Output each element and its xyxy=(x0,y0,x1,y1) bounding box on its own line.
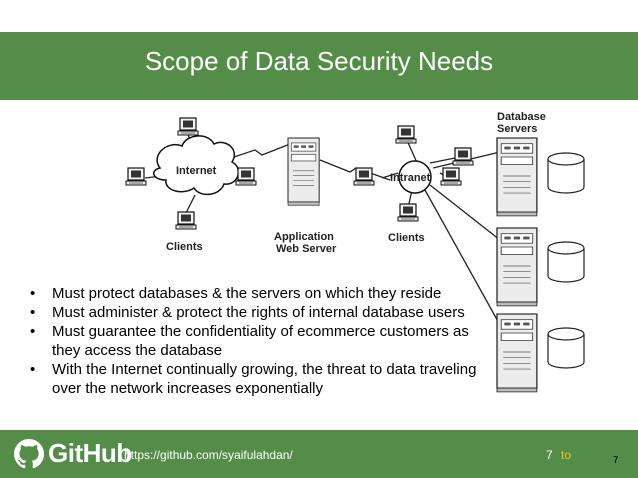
database-disk xyxy=(547,152,585,194)
bullet-dot: • xyxy=(30,304,36,321)
database-server xyxy=(496,137,538,217)
database-disk xyxy=(547,241,585,283)
footer-bar: GitHub https://github.com/syaifulahdan/ … xyxy=(0,430,638,478)
bullet-item: • Must guarantee the confidentiality of e… xyxy=(24,322,494,360)
client-computer xyxy=(395,125,417,144)
bullet-item: • Must administer & protect the rights of… xyxy=(24,303,494,322)
bullet-dot: • xyxy=(30,285,36,302)
bullet-dot: • xyxy=(30,361,36,378)
bullet-text: Must protect databases & the servers on … xyxy=(52,285,442,302)
database-disk xyxy=(547,327,585,369)
client-computer xyxy=(177,117,199,136)
title-bar: Scope of Data Security Needs xyxy=(0,32,638,100)
application-web-server xyxy=(287,137,320,206)
intranet-hub: Intranet xyxy=(390,160,432,194)
github-octocat-icon xyxy=(14,439,44,469)
client-computer xyxy=(125,167,147,186)
app-server-label-2: Web Server xyxy=(276,243,337,255)
db-servers-label-1: Database xyxy=(497,111,546,123)
footer-url-link[interactable]: https://github.com/syaifulahdan/ xyxy=(124,448,293,462)
client-computer xyxy=(397,203,419,222)
intranet-label: Intranet xyxy=(390,172,431,184)
internet-cloud: Internet xyxy=(153,135,240,196)
bullet-text: With the Internet continually growing, t… xyxy=(52,361,477,397)
footer-page-number: 7 xyxy=(546,448,553,462)
client-computer xyxy=(175,211,197,230)
database-server xyxy=(496,313,538,393)
slide-title: Scope of Data Security Needs xyxy=(144,46,494,76)
clients-right-label: Clients xyxy=(388,232,425,244)
internet-label: Internet xyxy=(176,165,217,177)
bullet-item: • Must protect databases & the servers on… xyxy=(24,284,494,303)
clients-left-label: Clients xyxy=(166,241,203,253)
bullet-dot: • xyxy=(30,323,36,340)
top-margin xyxy=(0,0,638,32)
footer-to-text: to xyxy=(561,448,572,462)
slide-number: 7 xyxy=(613,455,619,466)
db-servers-label-2: Servers xyxy=(497,123,537,135)
app-server-label-1: Application xyxy=(274,231,334,243)
client-computer xyxy=(235,167,257,186)
client-computer xyxy=(440,167,462,186)
bullet-text: Must administer & protect the rights of … xyxy=(52,304,465,321)
database-server xyxy=(496,227,538,307)
github-wordmark: GitHub xyxy=(48,438,132,468)
client-computer xyxy=(452,147,474,166)
network-links xyxy=(144,132,501,326)
bullet-item: • With the Internet continually growing, … xyxy=(24,360,494,398)
client-computer xyxy=(353,167,375,186)
bullet-list: • Must protect databases & the servers on… xyxy=(24,284,494,398)
bullet-text: Must guarantee the confidentiality of ec… xyxy=(52,323,469,359)
network-diagram: Internet Clients Application Web Server … xyxy=(125,111,585,393)
